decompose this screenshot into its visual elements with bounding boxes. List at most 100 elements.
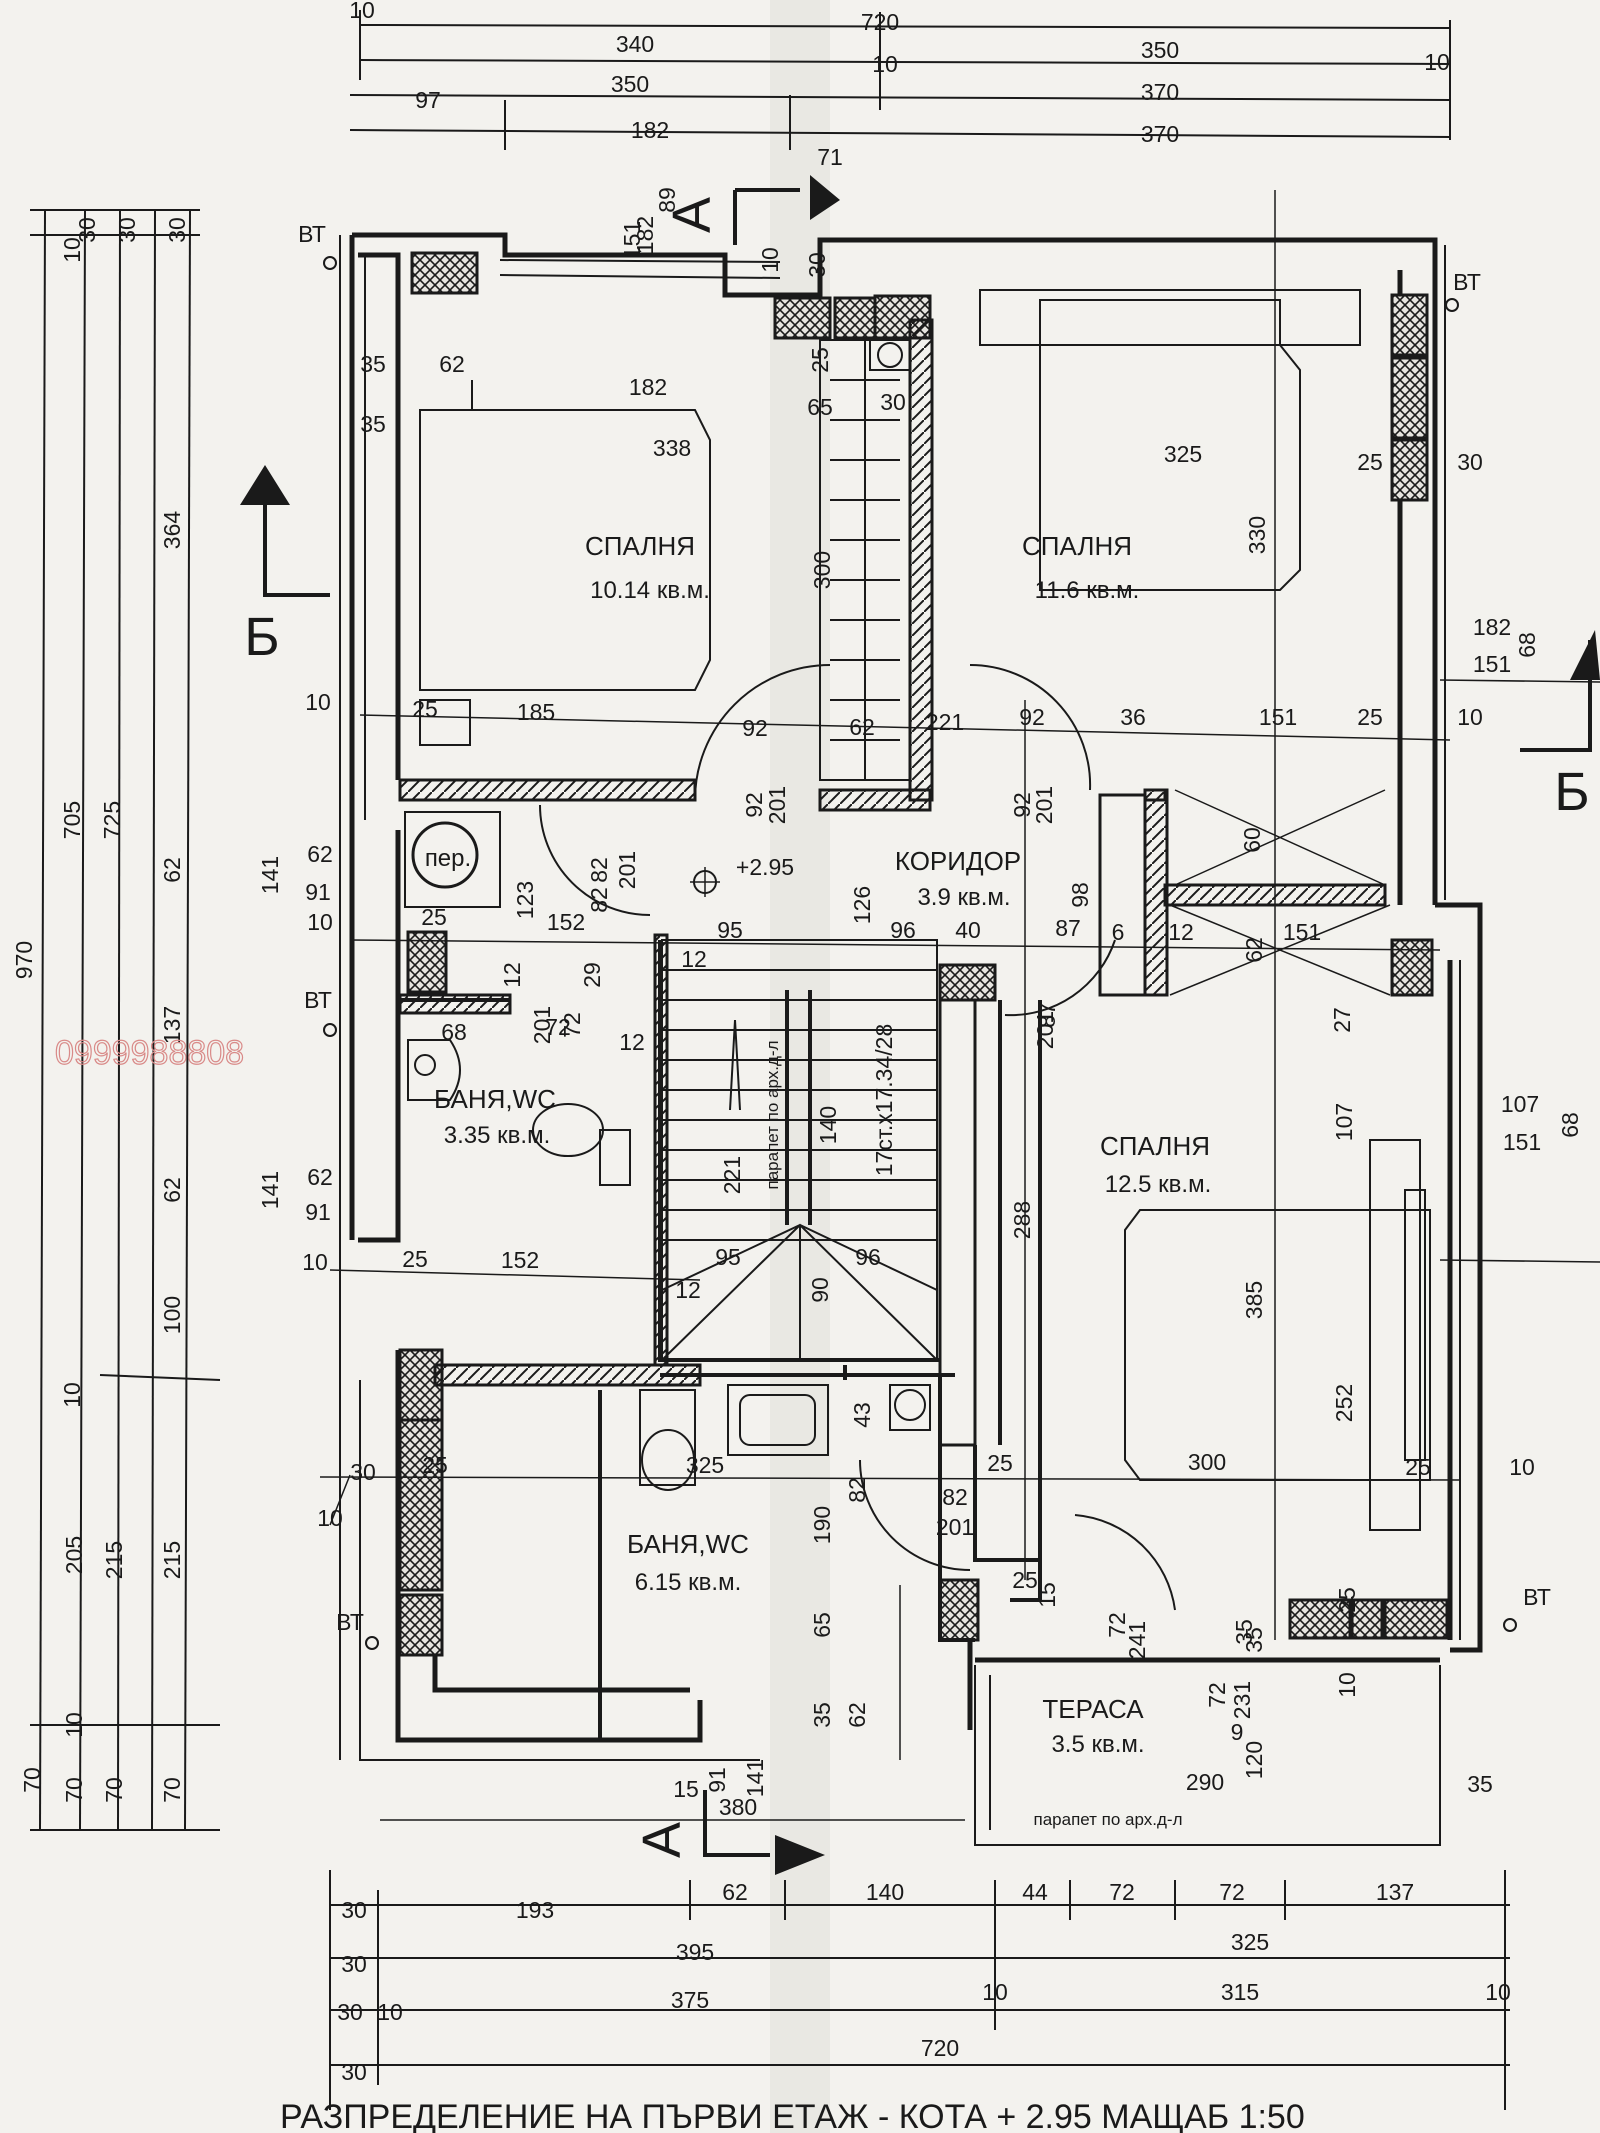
dim-label: 151 xyxy=(619,221,645,259)
dim-label: 25 xyxy=(1334,1587,1360,1613)
room-area: 11.6 кв.м. xyxy=(1035,577,1140,604)
dim-label: 325 xyxy=(1164,441,1202,467)
dim-label: 29 xyxy=(579,962,605,988)
room-area: 10.14 кв.м. xyxy=(590,577,710,604)
room-area: 6.15 кв.м. xyxy=(635,1569,741,1596)
dim-label: 35 xyxy=(360,351,386,377)
dim-label: 190 xyxy=(809,1506,835,1544)
dim-label: 364 xyxy=(159,511,185,550)
dim-label: 201 xyxy=(614,851,640,889)
dim-label: 72 xyxy=(1219,1879,1245,1905)
dim-label: 140 xyxy=(815,1106,841,1144)
dim-label: 65 xyxy=(807,394,833,420)
dim-label: 35 xyxy=(809,1702,835,1728)
dim-label: 72 xyxy=(1104,1612,1130,1638)
void-cross xyxy=(1169,789,1391,996)
dim-label: 350 xyxy=(1141,37,1179,63)
dim-label: 215 xyxy=(101,1541,127,1579)
dim-label: 62 xyxy=(307,841,333,867)
dim-label: 151 xyxy=(1473,651,1511,677)
terrace-parapet-label: парапет по арх.д-л xyxy=(1034,1810,1183,1829)
dim-label: 40 xyxy=(955,917,981,943)
room-name: СПАЛНЯ xyxy=(1022,531,1132,561)
dim-label: 182 xyxy=(1473,614,1511,640)
dim-label: 141 xyxy=(257,1171,283,1209)
dim-label: 25 xyxy=(807,347,833,373)
dim-label: 182 xyxy=(631,117,669,143)
dim-label: 95 xyxy=(717,917,743,943)
dim-label: 96 xyxy=(890,917,916,943)
dim-label: 221 xyxy=(926,709,964,735)
dim-label: 70 xyxy=(159,1777,185,1803)
section-a-bottom: А xyxy=(632,1822,692,1858)
dim-label: 72 xyxy=(559,1012,585,1038)
dim-label: 395 xyxy=(676,1939,714,1965)
dim-label: 25 xyxy=(1357,449,1383,475)
room-name: ТЕРАСА xyxy=(1042,1694,1144,1724)
elevation-marker: +2.95 xyxy=(690,854,794,897)
room-area: 3.5 кв.м. xyxy=(1051,1731,1144,1758)
dim-label: 10 xyxy=(61,1712,87,1738)
dim-label: 123 xyxy=(512,881,538,919)
dim-label: 91 xyxy=(305,879,331,905)
dim-label: 70 xyxy=(61,1777,87,1803)
dim-label: 107 xyxy=(1501,1091,1539,1117)
dim-label: 10 xyxy=(317,1505,343,1531)
dim-label: 151 xyxy=(1283,919,1321,945)
dim-label: 70 xyxy=(19,1767,45,1793)
vt-label: ВТ xyxy=(336,1609,364,1635)
thin-outlines xyxy=(339,235,1461,1846)
dim-label: 62 xyxy=(844,1702,870,1728)
hatched-columns xyxy=(398,251,1449,1657)
dim-label: 107 xyxy=(1331,1103,1357,1141)
vt-markers: ВТ ВТ ВТ ВТ ВТ xyxy=(298,221,1551,1650)
dim-label: 72 xyxy=(545,1014,571,1040)
dim-label: 91 xyxy=(305,1199,331,1225)
dim-label: 30 xyxy=(74,217,100,243)
per-label: пер. xyxy=(425,845,471,872)
dim-label: 30 xyxy=(341,2059,367,2085)
dim-label: 87 xyxy=(1034,1002,1060,1028)
dim-label: 62 xyxy=(849,714,875,740)
dim-label: 62 xyxy=(1241,937,1267,963)
dim-label: 10 xyxy=(1424,49,1450,75)
dim-label: 62 xyxy=(159,857,185,883)
vt-label: ВТ xyxy=(304,987,332,1013)
dim-label: 25 xyxy=(1405,1454,1431,1480)
dim-label: 10 xyxy=(307,909,333,935)
dim-label: 315 xyxy=(1221,1979,1259,2005)
dim-label: 68 xyxy=(441,1019,467,1045)
dim-label: 68 xyxy=(1514,632,1540,658)
dim-label: 288 xyxy=(1009,1201,1035,1239)
wardrobe xyxy=(819,339,911,781)
dim-label: 30 xyxy=(341,1951,367,1977)
dim-label: 152 xyxy=(501,1247,539,1273)
dim-label: 30 xyxy=(164,217,190,243)
left-dimension-labels: 970 705 725 364 137 62 62 100 205 215 21… xyxy=(11,217,190,1803)
dim-label: 89 xyxy=(654,187,680,213)
dim-label: 87 xyxy=(1055,915,1081,941)
dim-label: 68 xyxy=(1557,1112,1583,1138)
interior-walls xyxy=(398,318,1387,1447)
dim-label: 10 xyxy=(757,247,783,273)
dim-label: 100 xyxy=(159,1296,185,1334)
dim-label: 185 xyxy=(517,699,555,725)
drawing-title: РАЗПРЕДЕЛЕНИЕ НА ПЪРВИ ЕТАЖ - КОТА + 2.9… xyxy=(280,2098,1305,2133)
dim-label: 82 xyxy=(942,1484,968,1510)
dim-label: 325 xyxy=(686,1452,724,1478)
dim-label: 151 xyxy=(1259,704,1297,730)
left-dimensions xyxy=(30,209,221,1831)
dim-label: 10 xyxy=(305,689,331,715)
dim-label: 10 xyxy=(872,51,898,77)
section-markers: А Б Б А xyxy=(240,175,1600,1875)
room-name: КОРИДОР xyxy=(895,846,1021,876)
dim-label: 241 xyxy=(1124,1621,1150,1659)
dim-label: 10 xyxy=(982,1979,1008,2005)
dim-label: 338 xyxy=(653,435,691,461)
dim-label: 25 xyxy=(1357,704,1383,730)
dim-label: 71 xyxy=(817,144,843,170)
room-bedroom-3: СПАЛНЯ 12.5 кв.м. xyxy=(1100,1131,1211,1198)
dim-label: 30 xyxy=(337,1999,363,2025)
dim-label: 205 xyxy=(61,1536,87,1574)
